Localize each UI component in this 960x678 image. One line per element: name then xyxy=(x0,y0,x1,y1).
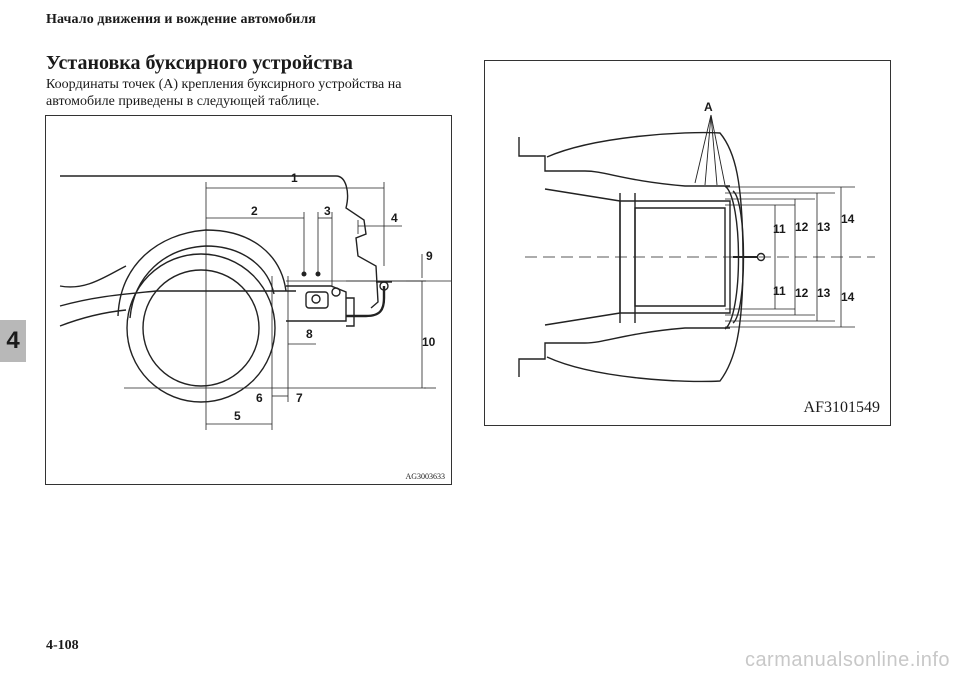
dim-label-9: 9 xyxy=(426,249,433,263)
figure-side-code: AG3003633 xyxy=(405,472,445,481)
running-header: Начало движения и вождение автомобиля xyxy=(46,12,316,27)
dim-label-10: 10 xyxy=(422,335,436,349)
dim-label-6: 6 xyxy=(256,391,263,405)
dim-label-4: 4 xyxy=(391,211,398,225)
watermark: carmanualsonline.info xyxy=(744,649,950,671)
dim-label-5: 5 xyxy=(234,409,241,423)
top-view-drawing: A 11 12 13 14 11 12 13 14 xyxy=(518,100,875,383)
dim-label-13-top: 13 xyxy=(817,220,831,234)
dim-label-12-top: 12 xyxy=(795,220,809,234)
figure-side-view: 1 2 3 4 5 6 7 8 9 10 AG3003633 xyxy=(45,115,452,485)
dim-label-14-bottom: 14 xyxy=(841,290,855,304)
page-number: 4-108 xyxy=(46,638,79,653)
point-a-label: A xyxy=(704,100,713,114)
dim-label-11-bottom: 11 xyxy=(773,284,786,298)
dim-label-7: 7 xyxy=(296,391,303,405)
dim-label-8: 8 xyxy=(306,327,313,341)
figure-top-code: AF3101549 xyxy=(803,399,880,416)
chapter-tab: 4 xyxy=(0,320,26,362)
dim-label-1: 1 xyxy=(291,171,298,185)
dim-label-12-bottom: 12 xyxy=(795,286,809,300)
figure-top-view: A 11 12 13 14 11 12 13 14 AF3101549 xyxy=(484,60,891,426)
dim-label-3: 3 xyxy=(324,204,331,218)
intro-paragraph: Координаты точек (А) крепления буксирног… xyxy=(46,77,402,109)
side-view-drawing: 1 2 3 4 5 6 7 8 9 10 xyxy=(59,171,451,430)
dim-label-14-top: 14 xyxy=(841,212,855,226)
section-title: Установка буксирного устройства xyxy=(46,52,353,74)
dim-label-13-bottom: 13 xyxy=(817,286,831,300)
dim-label-11-top: 11 xyxy=(773,222,786,236)
dim-label-2: 2 xyxy=(251,204,258,218)
